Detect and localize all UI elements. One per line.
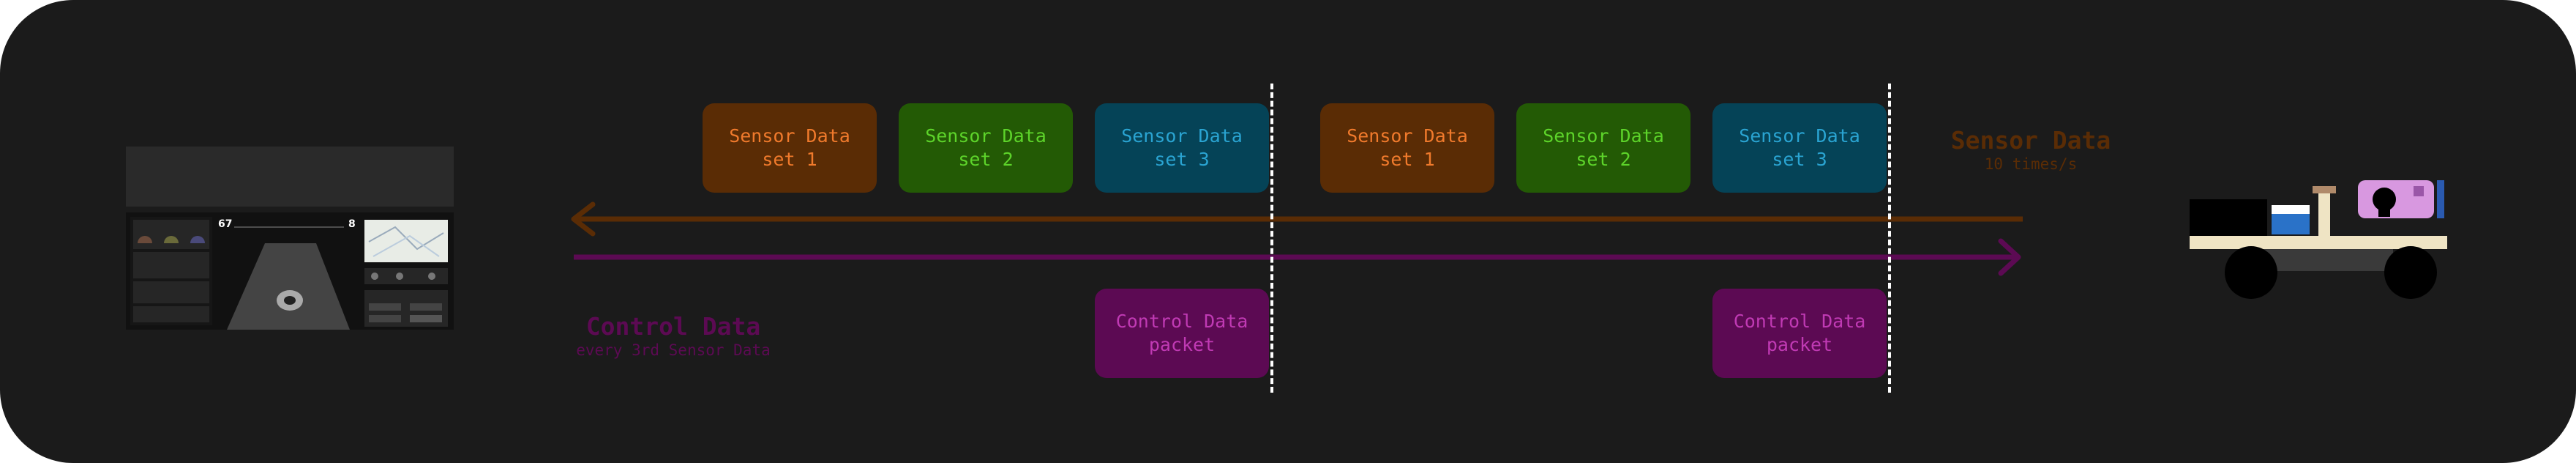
- sensor-stream-rate: 10 times/s: [1984, 155, 2078, 173]
- control-data-arrow: [574, 238, 2021, 276]
- control-stream-rate: every 3rd Sensor Data: [576, 341, 771, 359]
- cycle-divider: [1888, 84, 1891, 393]
- sensor-stream-title: Sensor Data: [1950, 126, 2111, 155]
- dashboard-right-panel: [364, 220, 448, 327]
- cycle-divider: [1270, 84, 1273, 393]
- dashboard-speed-right: 8: [348, 218, 356, 230]
- dashboard-road-view: 67 8: [218, 218, 356, 330]
- dashboard-left-panel: [130, 217, 212, 325]
- dashboard-speed-left: 67: [218, 218, 232, 230]
- sensor-data-arrow: [571, 201, 2023, 237]
- control-stream-title: Control Data: [585, 312, 761, 341]
